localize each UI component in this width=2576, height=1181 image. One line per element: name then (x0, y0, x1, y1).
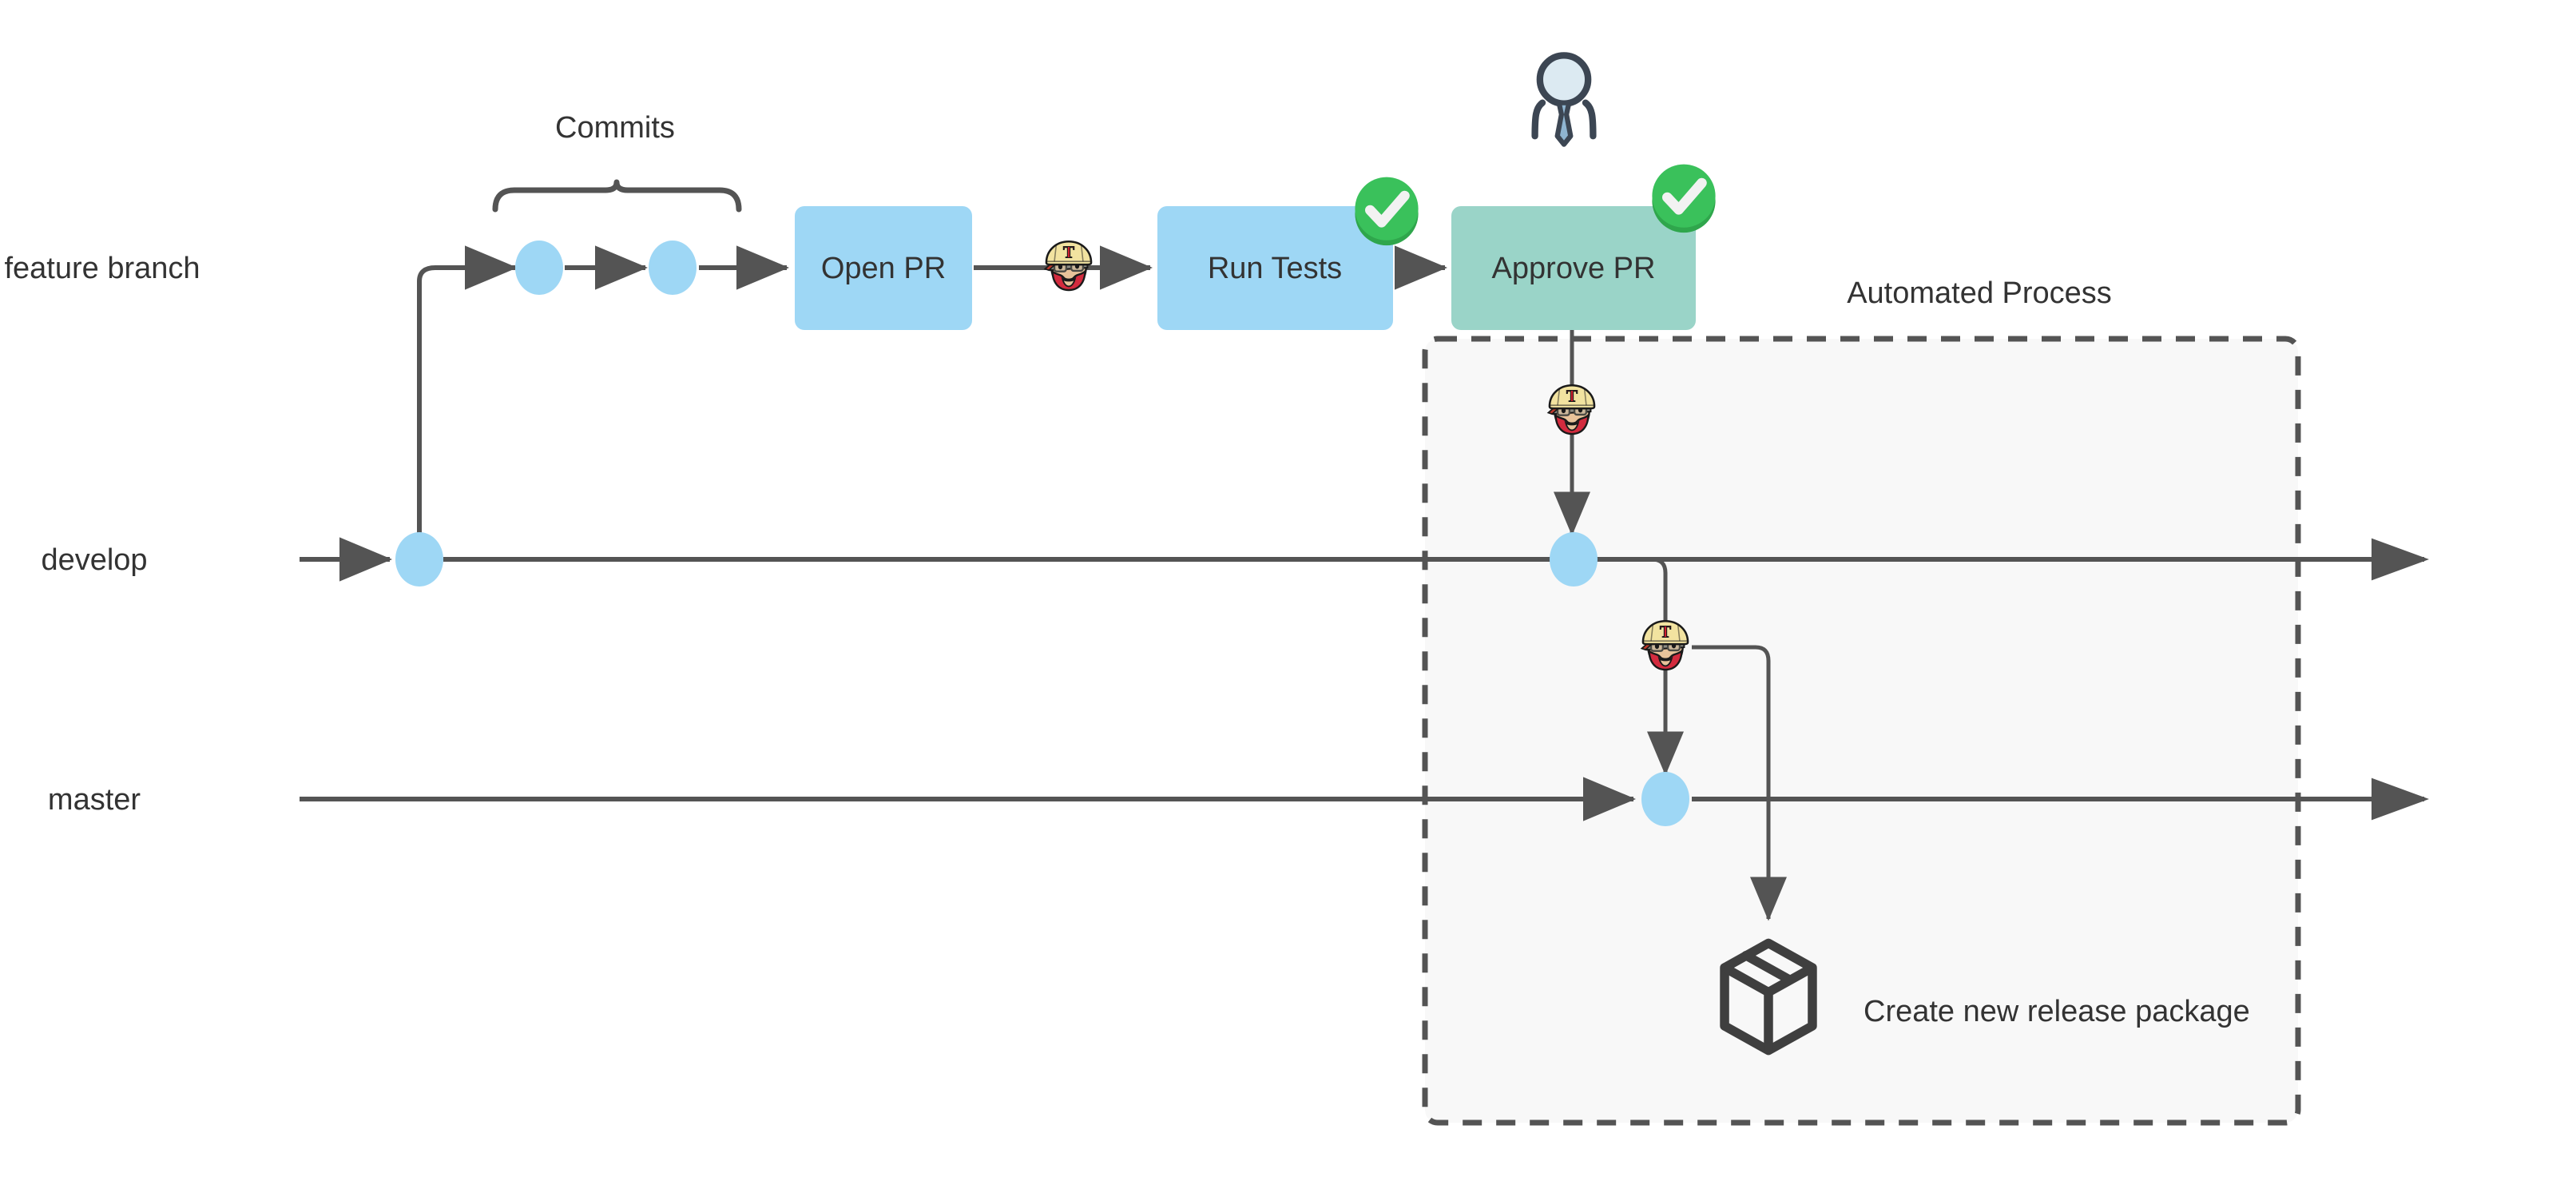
automated-process-boundary (1422, 336, 2301, 1126)
run-tests-check-icon (1355, 177, 1418, 246)
approve-pr-check-icon (1652, 165, 1715, 233)
develop-base-commit[interactable] (395, 532, 443, 587)
feature-branch-off-path (417, 245, 518, 534)
feature-commit-1[interactable] (515, 241, 563, 295)
branch-label-develop: develop (41, 543, 147, 577)
worker-open-pr-construction-worker-icon (1044, 240, 1093, 292)
run-tests-node[interactable]: Run Tests (1157, 206, 1393, 330)
open-pr-label: Open PR (821, 252, 946, 285)
feature-commit-2[interactable] (649, 241, 697, 295)
develop-merge-commit[interactable] (1550, 532, 1598, 587)
approve-pr-box[interactable] (1451, 206, 1696, 330)
open-pr-node[interactable]: Open PR (795, 206, 972, 330)
approve-pr-node[interactable]: Approve PR (1451, 206, 1696, 330)
automated-process-label: Automated Process (1847, 276, 2112, 310)
release-package-label: Create new release package (1864, 995, 2250, 1028)
approve-pr-label: Approve PR (1492, 252, 1656, 285)
run-tests-label: Run Tests (1208, 252, 1342, 285)
run-tests-box[interactable] (1157, 206, 1393, 330)
commits-brace (492, 179, 742, 213)
master-to-package-path (1692, 645, 1787, 921)
reviewer-person-tie-icon (1535, 55, 1594, 144)
master-merge-commit[interactable] (1641, 772, 1689, 826)
develop-to-master-merge-path (1599, 557, 1684, 776)
commits-brace-label: Commits (555, 111, 675, 145)
automated-process-group (1422, 336, 2301, 1126)
branch-label-master: master (48, 783, 141, 817)
open-pr-box[interactable] (795, 206, 972, 330)
branch-label-feature: feature branch (4, 252, 200, 285)
